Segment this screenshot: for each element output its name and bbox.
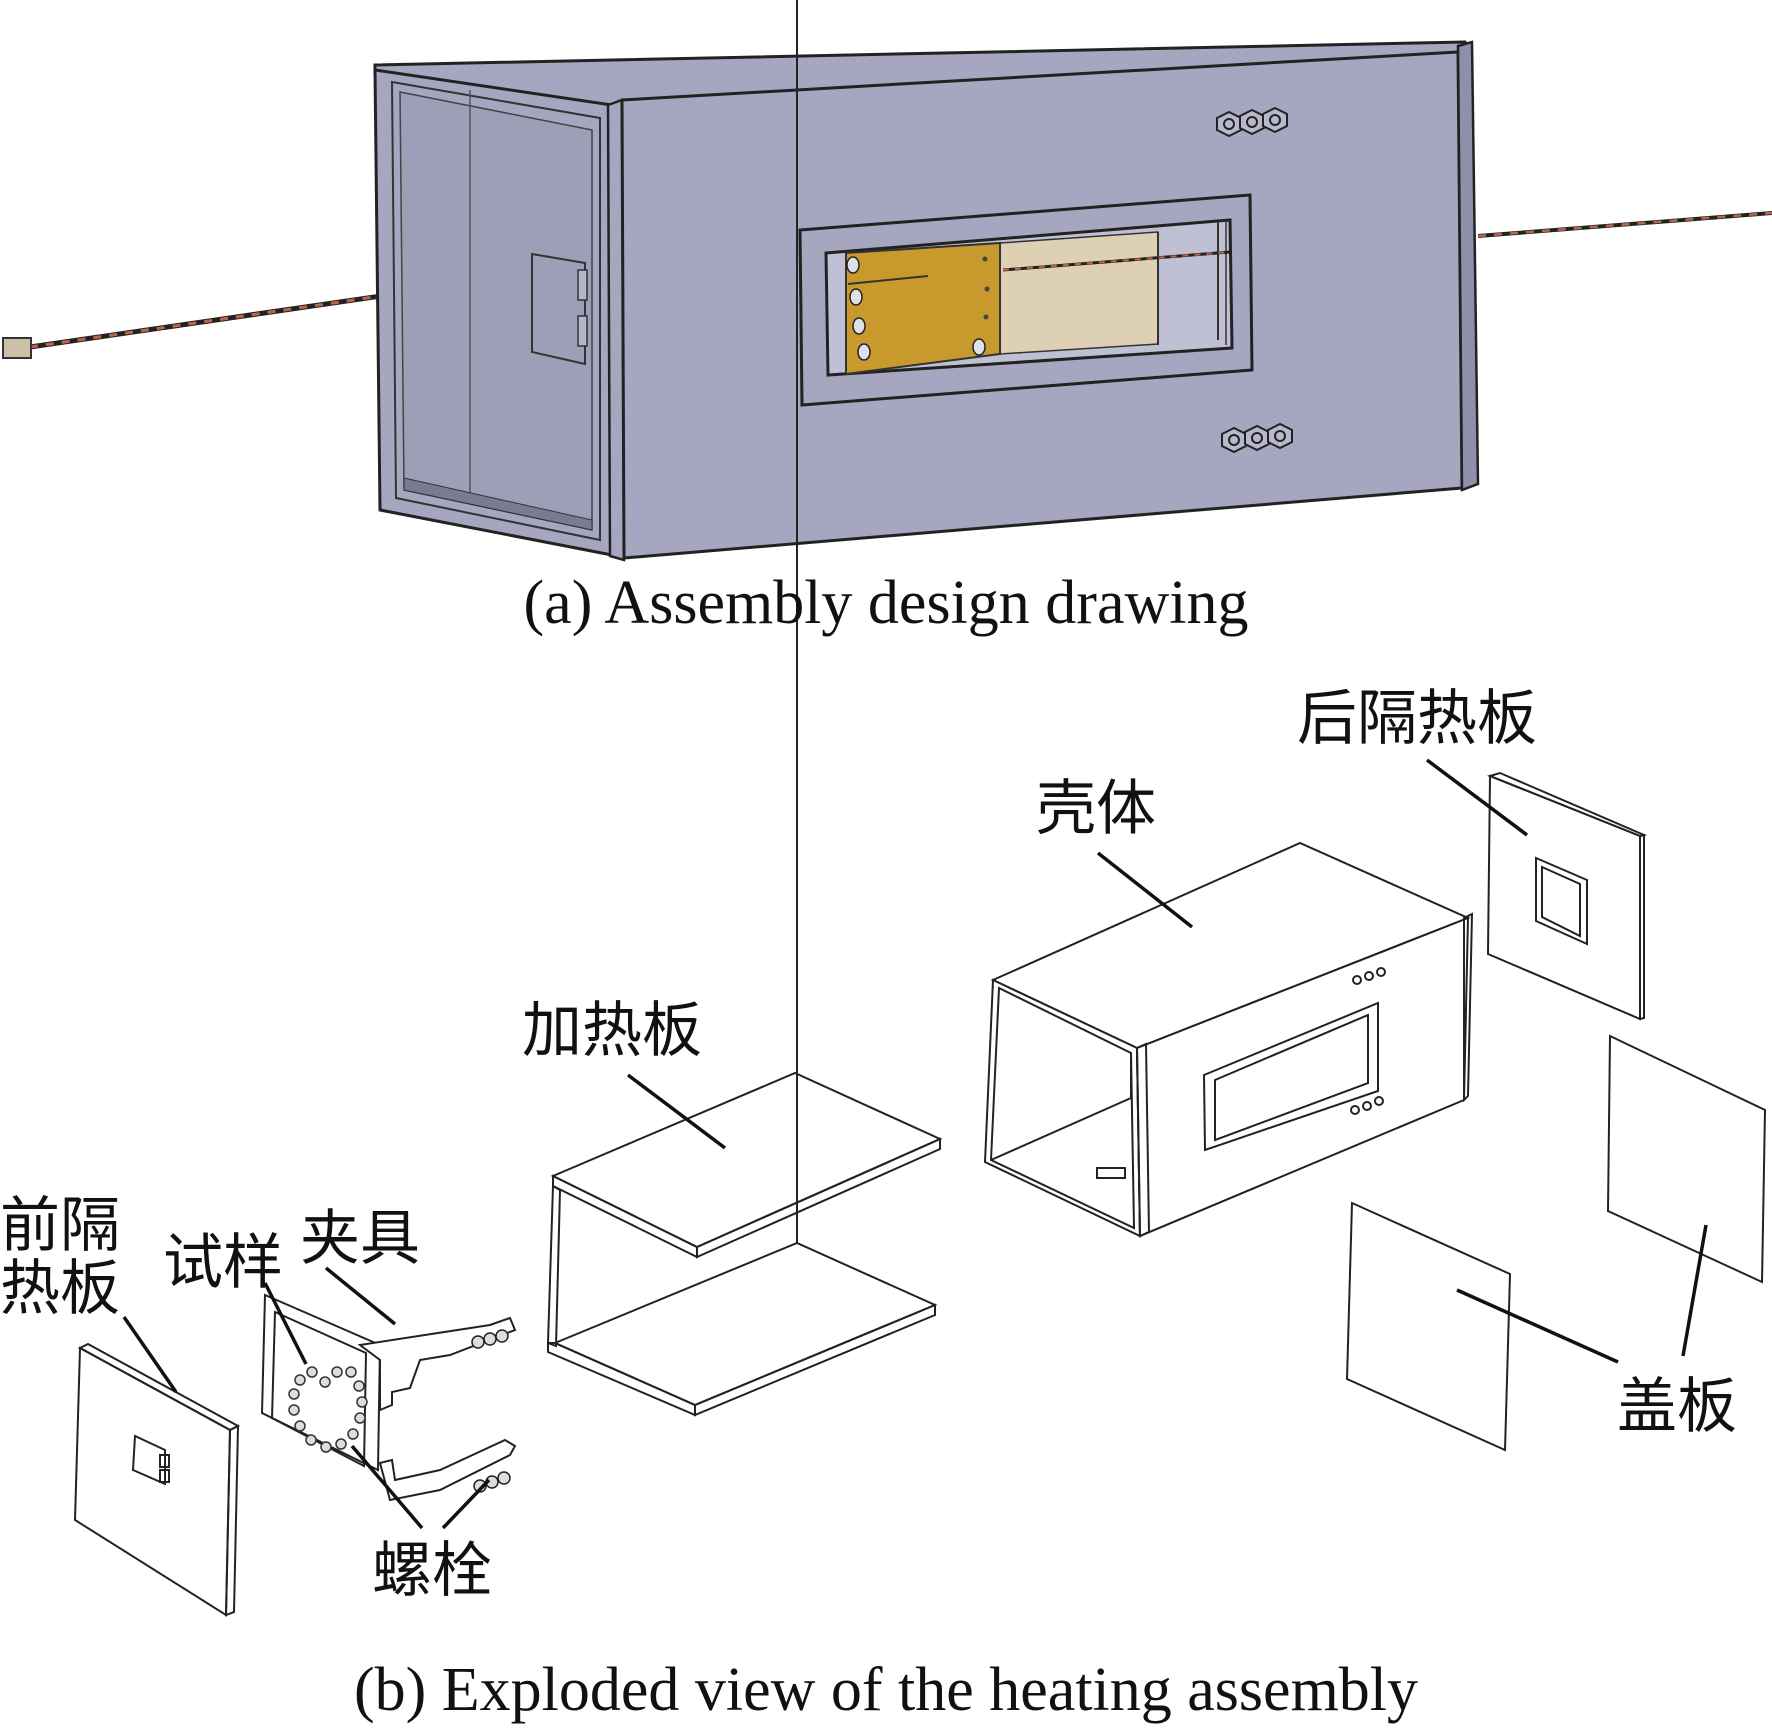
cover-plate-1 [1606, 1034, 1767, 1284]
leader-fixture [324, 1266, 397, 1326]
specimen-fixture-frame [260, 1293, 517, 1502]
label-specimen: 试样 [163, 1228, 283, 1298]
leader-specimen [263, 1282, 308, 1365]
observation-window [798, 193, 1254, 407]
leader-cover-2 [1681, 1224, 1708, 1357]
leader-housing [1096, 851, 1194, 929]
leader-bolts-1 [350, 1444, 424, 1530]
exploded-view [73, 0, 1767, 1617]
leader-cover-1 [1456, 1288, 1619, 1364]
front-insulation-board [73, 1342, 241, 1617]
leader-bolts-2 [441, 1478, 491, 1530]
housing-shell [983, 841, 1474, 1238]
leader-front-insulation [122, 1316, 178, 1393]
heating-plate [546, 0, 943, 1417]
thermocouple-wire-right [1477, 211, 1772, 238]
label-front-insulation-line1: 前隔 [0, 1191, 120, 1261]
label-rear-insulation: 后隔热板 [1297, 684, 1537, 754]
assembly-drawing [2, 40, 1772, 562]
thermocouple-connector [2, 337, 32, 359]
front-insulation-plate [531, 252, 588, 366]
specimen-bolt-ring [288, 1366, 368, 1453]
nut-group-bottom [1221, 422, 1293, 454]
label-front-insulation-line2: 热板 [0, 1254, 120, 1324]
leader-rear-insulation [1425, 758, 1529, 837]
caption-panel-a: (a) Assembly design drawing [523, 569, 1249, 637]
label-heating-plate: 加热板 [522, 996, 702, 1066]
caption-panel-b: (b) Exploded view of the heating assembl… [353, 1656, 1419, 1724]
specimen-plate [845, 241, 1001, 376]
cover-plate-2 [1345, 1201, 1512, 1452]
label-front-insulation: 前隔 热板 [0, 1195, 120, 1321]
label-housing: 壳体 [1036, 774, 1156, 844]
leader-heating-plate [626, 1073, 727, 1150]
leader-lines [122, 758, 1708, 1530]
bolt-column [846, 256, 986, 361]
rear-insulation-board [1486, 771, 1648, 1021]
nut-group-top [1216, 106, 1288, 138]
label-cover-plate: 盖板 [1617, 1372, 1737, 1442]
label-fixture: 夹具 [300, 1204, 420, 1274]
fixture-nuts [471, 1329, 511, 1493]
label-bolts: 螺栓 [372, 1536, 492, 1606]
